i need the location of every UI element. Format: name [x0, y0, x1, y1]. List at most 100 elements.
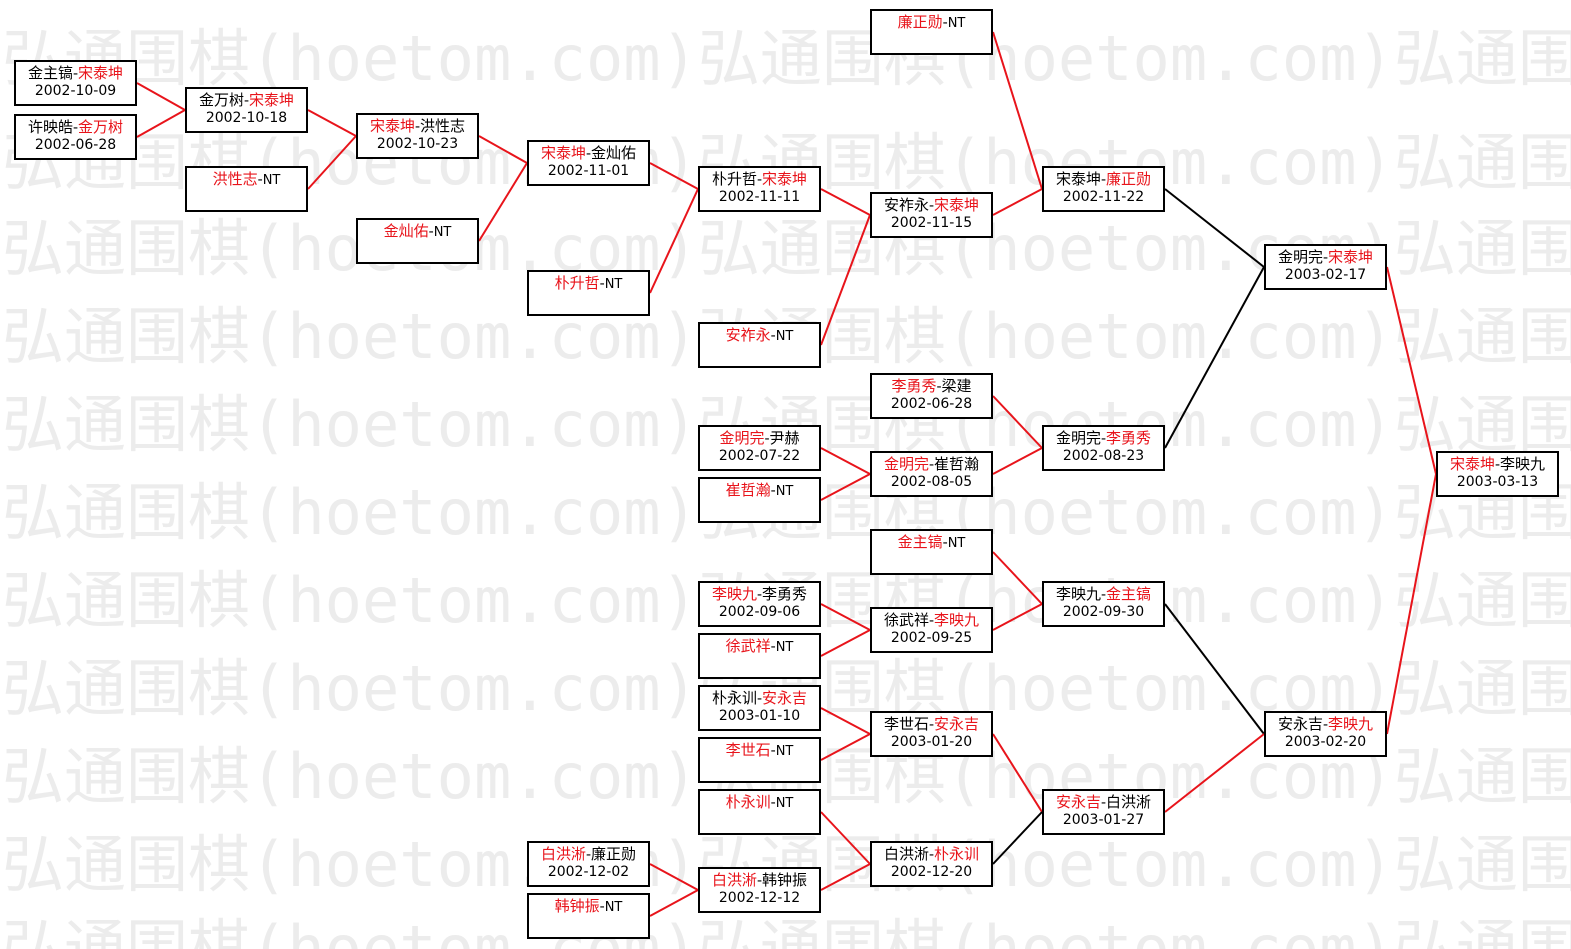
match-date: 2003-02-20: [1284, 734, 1367, 750]
player-2-name: NT: [262, 173, 281, 188]
player-1-name: 许映皓: [27, 118, 73, 136]
player-2-name: 李映九: [934, 611, 980, 629]
match-players: 崔哲瀚-NT: [700, 481, 819, 499]
match-players: 洪性志-NT: [187, 170, 306, 188]
match-date: 2002-09-06: [718, 604, 801, 620]
player-2-name: 金灿佑: [591, 144, 637, 162]
match-date: 2002-10-18: [205, 110, 288, 126]
player-2-name: NT: [947, 536, 966, 551]
connector-line: [992, 188, 1043, 216]
separator: -: [585, 144, 592, 162]
connector-line: [992, 447, 1043, 475]
connector-line: [649, 162, 699, 190]
match-date: [872, 31, 991, 49]
match-players: 李映九-李勇秀: [700, 585, 819, 603]
connector-line: [1164, 266, 1265, 449]
player-1-name: 金主镐: [897, 533, 943, 551]
player-2-name: 白洪淅: [1106, 793, 1152, 811]
connector-line: [307, 109, 357, 137]
match-players: 安永吉-李映九: [1266, 715, 1385, 733]
match-box: 韩钟振-NT: [527, 893, 650, 939]
player-1-name: 宋泰坤: [1055, 170, 1101, 188]
match-date: 2002-10-09: [34, 83, 117, 99]
player-2-name: 宋泰坤: [78, 64, 124, 82]
separator: -: [585, 845, 592, 863]
player-1-name: 朴永训: [711, 689, 757, 707]
separator: -: [72, 64, 79, 82]
player-1-name: 李映九: [711, 585, 757, 603]
separator: -: [756, 689, 763, 707]
player-2-name: 金主镐: [1106, 585, 1152, 603]
match-date: 2002-11-22: [1062, 189, 1145, 205]
match-players: 安永吉-白洪淅: [1044, 793, 1163, 811]
separator: -: [928, 611, 935, 629]
player-2-name: 廉正勋: [591, 845, 637, 863]
match-date: 2002-12-12: [718, 890, 801, 906]
match-date: 2002-09-25: [890, 630, 973, 646]
match-date: 2002-12-02: [547, 864, 630, 880]
player-1-name: 崔哲瀚: [725, 481, 771, 499]
separator: -: [599, 897, 605, 915]
match-date: 2002-08-05: [890, 474, 973, 490]
separator: -: [1322, 715, 1329, 733]
player-2-name: 安永吉: [762, 689, 808, 707]
player-2-name: NT: [775, 329, 794, 344]
connector-line: [649, 863, 699, 891]
player-2-name: 宋泰坤: [1328, 248, 1374, 266]
separator: -: [428, 222, 434, 240]
player-1-name: 韩钟振: [554, 897, 600, 915]
match-box: 朴永训-NT: [698, 789, 821, 835]
separator: -: [756, 170, 763, 188]
match-box: 崔哲瀚-NT: [698, 477, 821, 523]
connector-line: [820, 214, 871, 346]
match-date: 2002-08-23: [1062, 448, 1145, 464]
player-1-name: 金明完: [1277, 248, 1323, 266]
match-players: 白洪淅-廉正勋: [529, 845, 648, 863]
connector-line: [820, 707, 871, 735]
connector-line: [1164, 603, 1265, 735]
player-2-name: 李勇秀: [762, 585, 808, 603]
match-players: 金主镐-NT: [872, 533, 991, 551]
match-players: 韩钟振-NT: [529, 897, 648, 915]
player-1-name: 金明完: [719, 429, 765, 447]
match-players: 金明完-李勇秀: [1044, 429, 1163, 447]
match-date: 2003-01-10: [718, 708, 801, 724]
separator: -: [1494, 455, 1501, 473]
player-2-name: NT: [604, 277, 623, 292]
player-1-name: 李勇秀: [891, 377, 937, 395]
separator: -: [928, 715, 935, 733]
match-players: 李世石-NT: [700, 741, 819, 759]
player-1-name: 安永吉: [1055, 793, 1101, 811]
match-date: 2002-07-22: [718, 448, 801, 464]
match-players: 安祚永-NT: [700, 326, 819, 344]
match-players: 朴升哲-宋泰坤: [700, 170, 819, 188]
player-1-name: 洪性志: [212, 170, 258, 188]
player-2-name: 安永吉: [934, 715, 980, 733]
connector-line: [649, 188, 699, 294]
connector-line: [992, 31, 1043, 190]
player-1-name: 徐武祥: [725, 637, 771, 655]
player-1-name: 宋泰坤: [1449, 455, 1495, 473]
player-2-name: 廉正勋: [1106, 170, 1152, 188]
connector-line: [478, 162, 528, 242]
separator: -: [942, 13, 948, 31]
player-2-name: 尹赫: [769, 429, 800, 447]
connector-line: [820, 733, 871, 761]
match-players: 金主镐-宋泰坤: [16, 64, 135, 82]
player-1-name: 宋泰坤: [540, 144, 586, 162]
connector-line: [820, 188, 871, 216]
match-box: 金灿佑-NT: [356, 218, 479, 264]
player-1-name: 白洪淅: [540, 845, 586, 863]
player-2-name: NT: [604, 900, 623, 915]
player-2-name: 李映九: [1500, 455, 1546, 473]
player-2-name: NT: [775, 744, 794, 759]
separator: -: [770, 741, 776, 759]
